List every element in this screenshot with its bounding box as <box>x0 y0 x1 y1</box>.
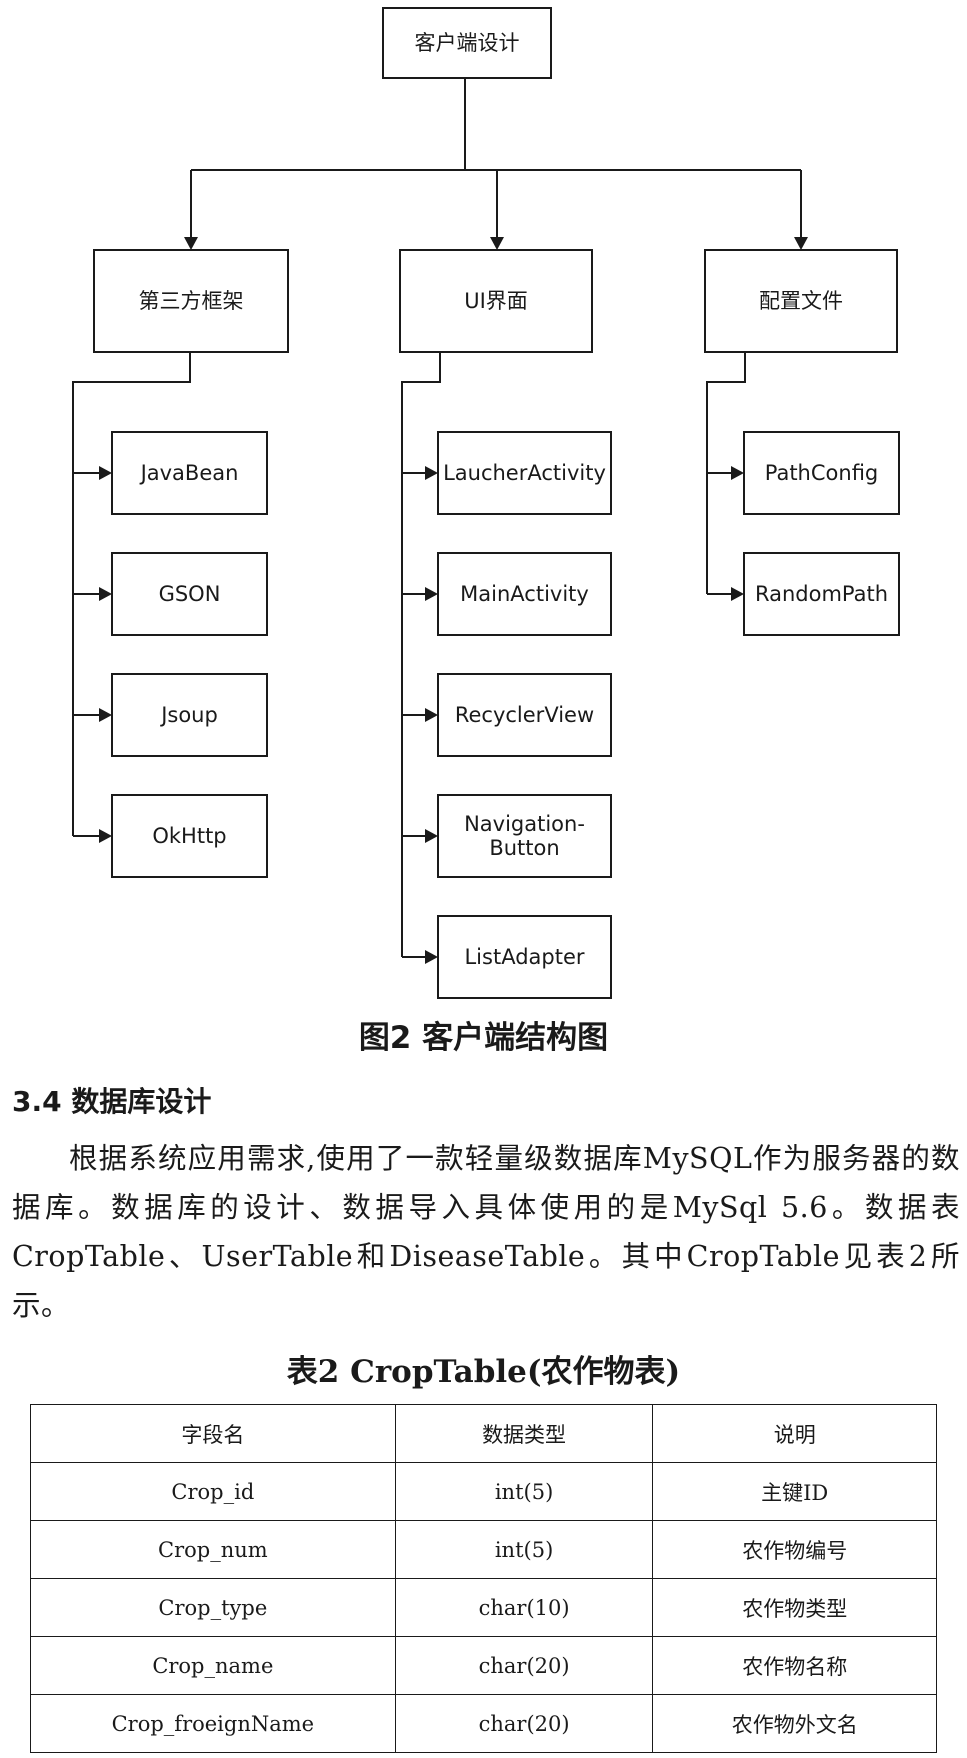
branch-trunk <box>706 352 746 594</box>
body-paragraph: 根据系统应用需求,使用了一款轻量级数据库MySQL作为服务器的数据库。数据库的设… <box>12 1142 960 1322</box>
cell-data-type: int(5) <box>394 1462 654 1521</box>
table-caption: 表2 CropTable(农作物表) <box>286 1354 681 1390</box>
branch-ui <box>399 249 593 353</box>
leaf-node <box>437 552 612 636</box>
leaf-node <box>437 915 612 999</box>
leaf-node-label: Navigation-Button <box>464 812 585 860</box>
table-row: Crop_num int(5) 农作物编号 <box>30 1520 937 1579</box>
leaf-node <box>111 794 268 878</box>
arrowhead-icon <box>99 829 112 843</box>
crop-table: 字段名 数据类型 说明 Crop_id int(5) 主键ID Crop_num… <box>30 1404 937 1753</box>
arrowhead-icon <box>99 466 112 480</box>
branch-config-files-label: 配置文件 <box>759 289 843 313</box>
figure-caption: 图2 客户端结构图 <box>358 1020 609 1056</box>
arrowhead-icon <box>425 829 438 843</box>
table-row: Crop_froeignName char(20) 农作物外文名 <box>30 1694 937 1753</box>
branch-ui-label: UI界面 <box>464 289 528 313</box>
cell-data-type: int(5) <box>394 1520 654 1579</box>
leaf-node <box>437 673 612 757</box>
table-header-row: 字段名 数据类型 说明 <box>30 1404 937 1463</box>
leaf-node-label: Jsoup <box>159 703 218 727</box>
arrowhead-icon <box>99 587 112 601</box>
header-description: 说明 <box>652 1404 937 1463</box>
leaf-node-label: OkHttp <box>152 824 226 848</box>
section-heading: 3.4 数据库设计 <box>12 1085 212 1118</box>
arrowhead-icon <box>99 708 112 722</box>
leaf-node <box>743 431 900 515</box>
leaf-node <box>111 552 268 636</box>
leaf-node-label: MainActivity <box>460 582 589 606</box>
table-row: Crop_name char(20) 农作物名称 <box>30 1636 937 1695</box>
header-field-name: 字段名 <box>30 1404 396 1463</box>
cell-data-type: char(10) <box>394 1578 654 1637</box>
cell-field-name: Crop_froeignName <box>30 1694 396 1753</box>
arrowhead-icon <box>490 237 504 250</box>
arrowhead-icon <box>425 950 438 964</box>
leaf-node-label: JavaBean <box>139 461 239 485</box>
root-node <box>382 7 552 79</box>
branch-config-files <box>704 249 898 353</box>
table-row: Crop_type char(10) 农作物类型 <box>30 1578 937 1637</box>
leaf-node <box>743 552 900 636</box>
cell-field-name: Crop_name <box>30 1636 396 1695</box>
cell-field-name: Crop_id <box>30 1462 396 1521</box>
leaf-node <box>437 794 612 878</box>
branch-trunk <box>401 352 441 957</box>
branch-trunk <box>72 352 191 836</box>
leaf-node <box>111 673 268 757</box>
arrowhead-icon <box>184 237 198 250</box>
arrowhead-icon <box>794 237 808 250</box>
cell-field-name: Crop_num <box>30 1520 396 1579</box>
leaf-node-label: RecyclerView <box>455 703 594 727</box>
leaf-node-label: PathConfig <box>765 461 879 485</box>
table-row: Crop_id int(5) 主键ID <box>30 1462 937 1521</box>
leaf-node-label: ListAdapter <box>464 945 584 969</box>
cell-description: 农作物编号 <box>652 1520 937 1579</box>
leaf-node-label: GSON <box>159 582 221 606</box>
arrowhead-icon <box>731 587 744 601</box>
arrowhead-icon <box>731 466 744 480</box>
cell-field-name: Crop_type <box>30 1578 396 1637</box>
cell-description: 农作物名称 <box>652 1636 937 1695</box>
leaf-node <box>437 431 612 515</box>
leaf-node-label: RandomPath <box>755 582 888 606</box>
cell-description: 主键ID <box>652 1462 937 1521</box>
cell-data-type: char(20) <box>394 1636 654 1695</box>
leaf-node <box>111 431 268 515</box>
root-node-label: 客户端设计 <box>415 31 520 55</box>
arrowhead-icon <box>425 587 438 601</box>
arrowhead-icon <box>425 466 438 480</box>
cell-description: 农作物类型 <box>652 1578 937 1637</box>
branch-third-party-frameworks-label: 第三方框架 <box>139 289 244 313</box>
leaf-node-label: LaucherActivity <box>443 461 606 485</box>
header-data-type: 数据类型 <box>394 1404 654 1463</box>
cell-description: 农作物外文名 <box>652 1694 937 1753</box>
cell-data-type: char(20) <box>394 1694 654 1753</box>
arrowhead-icon <box>425 708 438 722</box>
